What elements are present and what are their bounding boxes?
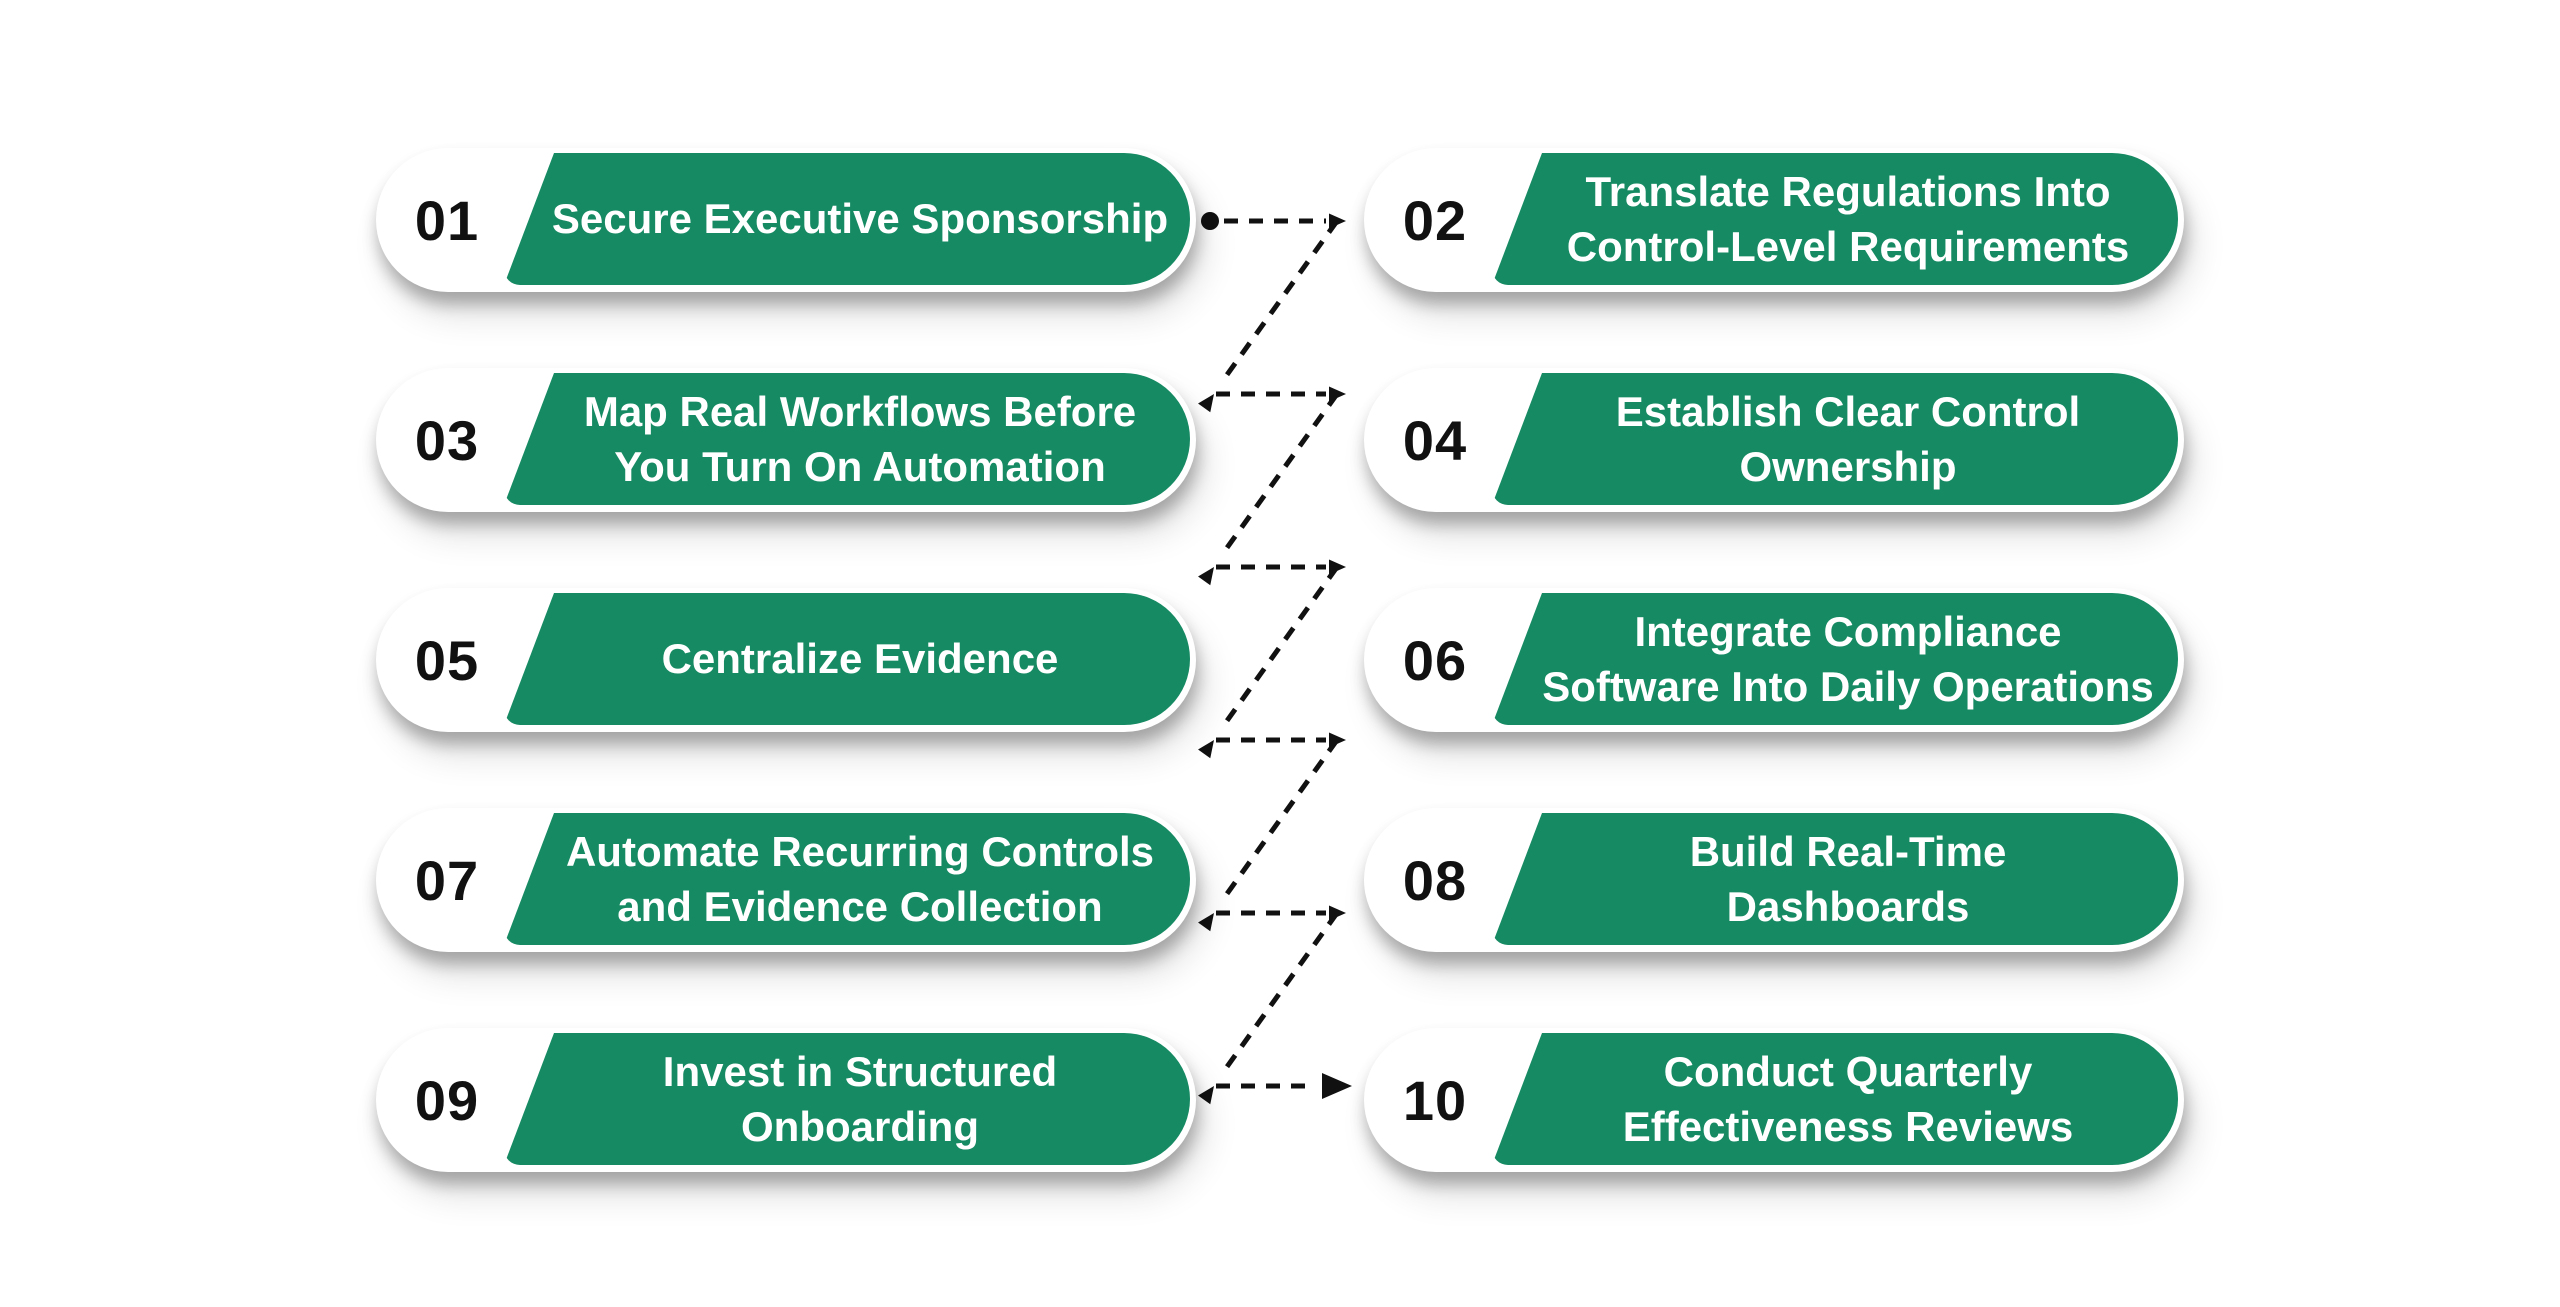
step-number: 09: [414, 1068, 480, 1132]
step-green-panel: [504, 153, 1190, 285]
connector-arrowheads: [1198, 213, 1352, 1105]
step-title: Invest in Structured Onboarding: [662, 1047, 1058, 1150]
step-number: 06: [1402, 628, 1468, 692]
step-number: 04: [1402, 408, 1468, 472]
step-green-panel: [1492, 373, 2178, 505]
step-card-05: 05 Centralize Evidence: [376, 588, 1196, 732]
step-number: 07: [414, 848, 480, 912]
step-green-panel: [1492, 153, 2178, 285]
step-title: Translate Regulations Into Control-Level…: [1566, 167, 2130, 270]
step-green-panel: [1492, 1033, 2178, 1165]
step-number: 02: [1402, 188, 1468, 252]
step-card-02: 02 Translate Regulations Into Control-Le…: [1364, 148, 2184, 292]
step-card-04: 04 Establish Clear Control Ownership: [1364, 368, 2184, 512]
step-green-panel: [1492, 813, 2178, 945]
step-number: 10: [1402, 1068, 1468, 1132]
connector-end-arrow: [1322, 1073, 1352, 1099]
step-title: Centralize Evidence: [661, 635, 1059, 683]
step-green-panel: [504, 593, 1190, 725]
step-card-08: 08 Build Real-Time Dashboards: [1364, 808, 2184, 952]
step-card-10: 10 Conduct Quarterly Effectiveness Revie…: [1364, 1028, 2184, 1172]
step-title: Build Real-Time Dashboards: [1689, 827, 2007, 930]
step-green-panel: [1492, 593, 2178, 725]
step-number: 08: [1402, 848, 1468, 912]
step-card-09: 09 Invest in Structured Onboarding: [376, 1028, 1196, 1172]
step-green-panel: [504, 373, 1190, 505]
step-card-06: 06 Integrate Compliance Software Into Da…: [1364, 588, 2184, 732]
step-card-07: 07 Automate Recurring Controls and Evide…: [376, 808, 1196, 952]
step-card-01: 01 Secure Executive Sponsorship: [376, 148, 1196, 292]
step-green-panel: [504, 813, 1190, 945]
connector-zigzag-lines: [1216, 218, 1340, 1089]
step-number: 01: [414, 188, 480, 252]
connector-start-dot: [1201, 212, 1219, 230]
step-title: Map Real Workflows Before You Turn On Au…: [583, 387, 1137, 490]
step-green-panel: [504, 1033, 1190, 1165]
step-number: 05: [414, 628, 480, 692]
step-title: Integrate Compliance Software Into Daily…: [1542, 607, 2154, 710]
step-title: Automate Recurring Controls and Evidence…: [565, 827, 1155, 930]
step-title: Establish Clear Control Ownership: [1615, 387, 2081, 490]
step-card-03: 03 Map Real Workflows Before You Turn On…: [376, 368, 1196, 512]
step-title: Secure Executive Sponsorship: [551, 195, 1169, 243]
step-title: Conduct Quarterly Effectiveness Reviews: [1622, 1047, 2074, 1150]
step-number: 03: [414, 408, 480, 472]
